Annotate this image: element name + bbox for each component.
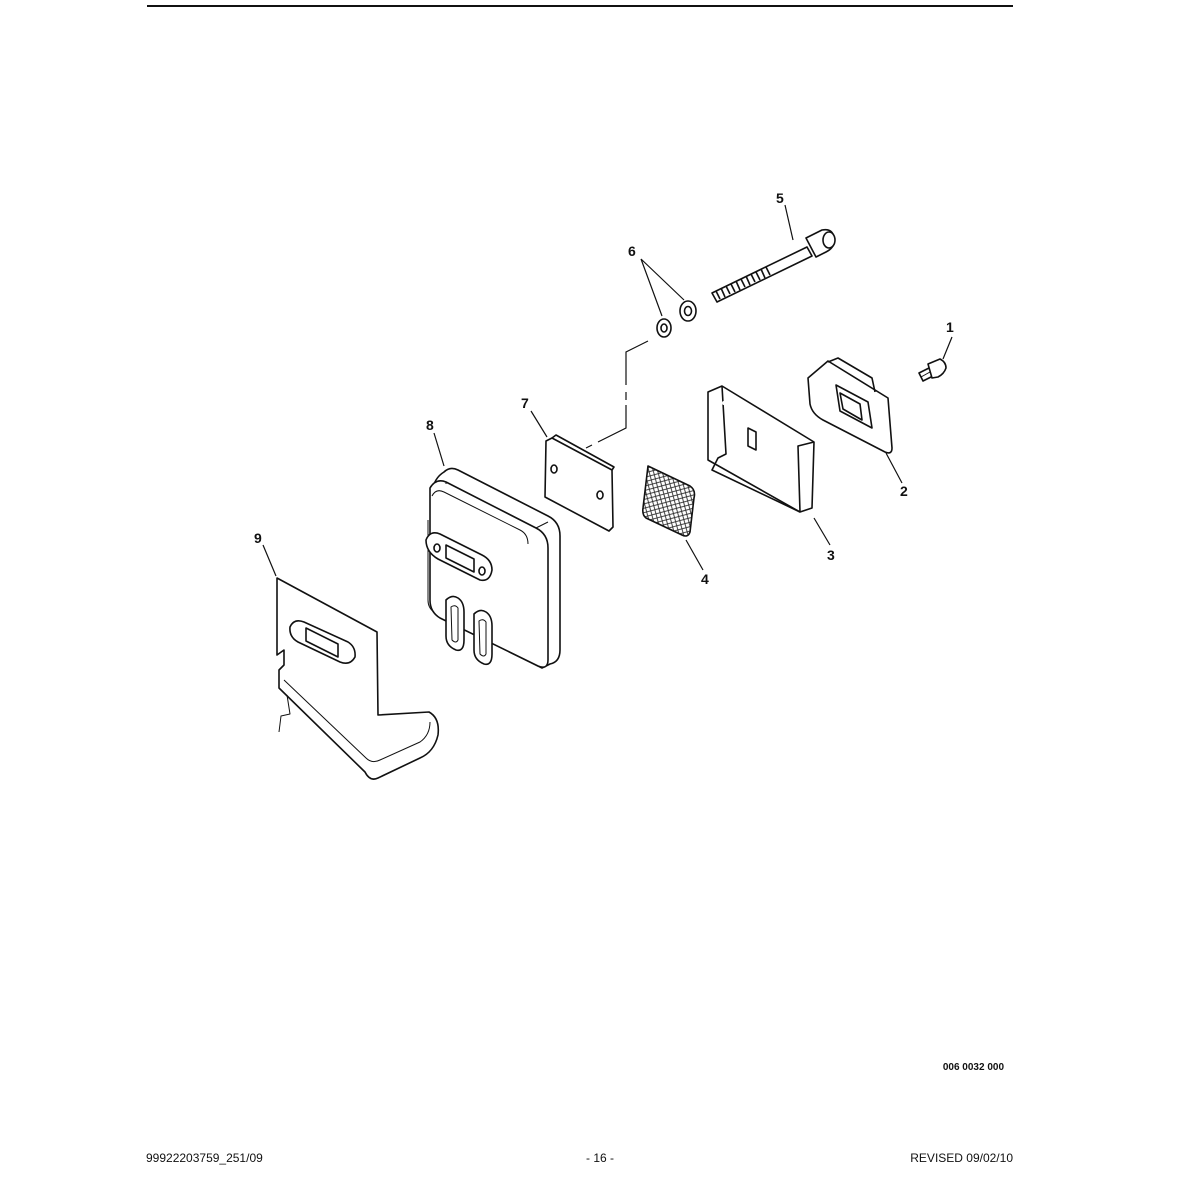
assembly-axis-line (585, 340, 649, 449)
leader-8 (433, 432, 445, 467)
callout-6: 6 (628, 243, 636, 259)
callout-4: 4 (701, 571, 709, 587)
drawing-number: 006 0032 000 (942, 1062, 1004, 1073)
leader-9 (262, 544, 277, 577)
callout-2: 2 (900, 483, 908, 499)
callout-3: 3 (827, 547, 835, 563)
part-1-screw (918, 358, 947, 382)
callout-8: 8 (426, 417, 434, 433)
leader-5 (784, 204, 794, 241)
leader-1 (942, 336, 953, 360)
callout-9: 9 (254, 530, 262, 546)
part-5-bolt (711, 228, 836, 303)
leader-4 (685, 539, 704, 571)
part-6-washers (656, 300, 697, 338)
footer-page-number: - 16 - (585, 1151, 614, 1165)
leader-7 (530, 410, 548, 438)
callout-5: 5 (776, 190, 784, 206)
leader-2 (885, 452, 903, 484)
part-2-outlet-plate (807, 357, 893, 454)
callout-1: 1 (946, 319, 954, 335)
top-rule (147, 5, 1013, 7)
part-8-muffler (425, 467, 561, 669)
footer-document-code: 99922203759_251/09 (146, 1151, 263, 1165)
part-7-gasket (544, 434, 615, 532)
footer-revision: REVISED 09/02/10 (910, 1151, 1013, 1165)
callout-7: 7 (521, 395, 529, 411)
part-9-heat-shield (276, 577, 440, 780)
part-3-bracket (707, 385, 815, 513)
leader-6 (640, 258, 685, 317)
leader-3 (813, 517, 831, 546)
part-4-spark-screen (642, 465, 696, 537)
